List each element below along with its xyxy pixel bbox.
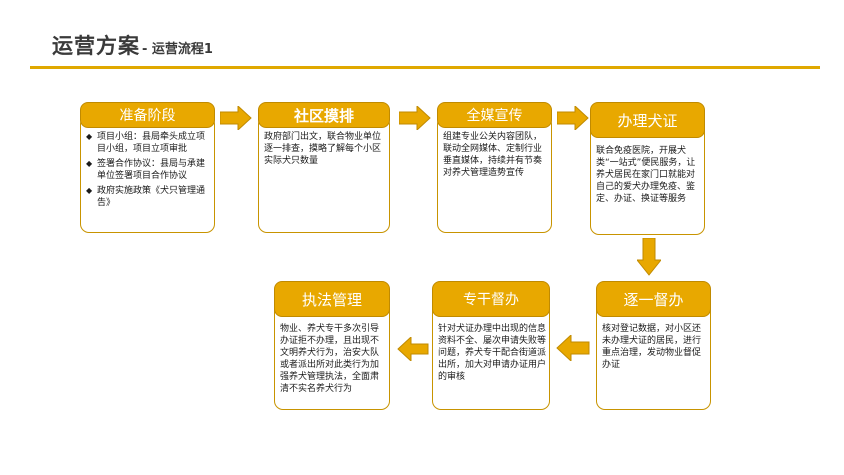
left-arrow-icon [556,335,590,361]
community-survey-text: 政府部门出文，联合物业单位逐一排查，摸略了解每个小区实际犬只数量 [264,132,382,166]
down-arrow-icon [637,238,661,276]
step-title-community-survey: 社区摸排 [258,102,390,128]
step-card-community-survey: 政府部门出文，联合物业单位逐一排查，摸略了解每个小区实际犬只数量 [258,115,390,233]
page-title-main: 运营方案 [52,34,140,58]
step-title-enforcement: 执法管理 [274,281,390,317]
preparation-item: 签署合作协议：县局与承建单位签署项目合作协议 [86,158,210,182]
step-card-preparation: 项目小组：县局牵头成立项目小组，项目立项审批 签署合作协议：县局与承建单位签署项… [80,115,215,233]
step-title-media-promotion: 全媒宣传 [437,102,552,128]
preparation-items: 项目小组：县局牵头成立项目小组，项目立项审批 签署合作协议：县局与承建单位签署项… [86,131,210,212]
step-title-one-by-one: 逐一督办 [596,281,711,317]
step-title-preparation: 准备阶段 [80,102,215,128]
one-by-one-text: 核对登记数据，对小区还未办理犬证的居民，进行重点治理，发动物业督促办证 [602,324,702,370]
page-title: 运营方案- 运营流程1 [52,30,213,60]
step-title-license: 办理犬证 [590,102,705,138]
right-arrow-icon [557,106,589,130]
step-card-media-promotion: 组建专业公关内容团队，联动全网媒体、定制行业垂直媒体，持续并有节奏对养犬管理造势… [437,115,552,233]
right-arrow-icon [399,106,431,130]
preparation-item: 项目小组：县局牵头成立项目小组，项目立项审批 [86,131,210,155]
step-title-specialist: 专干督办 [432,281,550,317]
right-arrow-icon [220,106,252,130]
preparation-item: 政府实施政策《犬只管理通告》 [86,185,210,209]
license-text: 联合免疫医院，开展犬类“一站式”便民服务，让养犬居民在家门口就能对自己的爱犬办理… [596,146,696,204]
left-arrow-icon [397,337,429,361]
page-subtitle: - 运营流程1 [142,42,213,57]
media-promotion-text: 组建专业公关内容团队，联动全网媒体、定制行业垂直媒体，持续并有节奏对养犬管理造势… [443,132,543,178]
enforcement-text: 物业、养犬专干多次引导办证拒不办理，且出现不文明养犬行为，治安大队或者派出所对此… [280,324,380,394]
title-underline [30,66,820,69]
specialist-text: 针对犬证办理中出现的信息资料不全、屡次申请失败等问题，养犬专干配合街道派出所，加… [438,324,546,382]
